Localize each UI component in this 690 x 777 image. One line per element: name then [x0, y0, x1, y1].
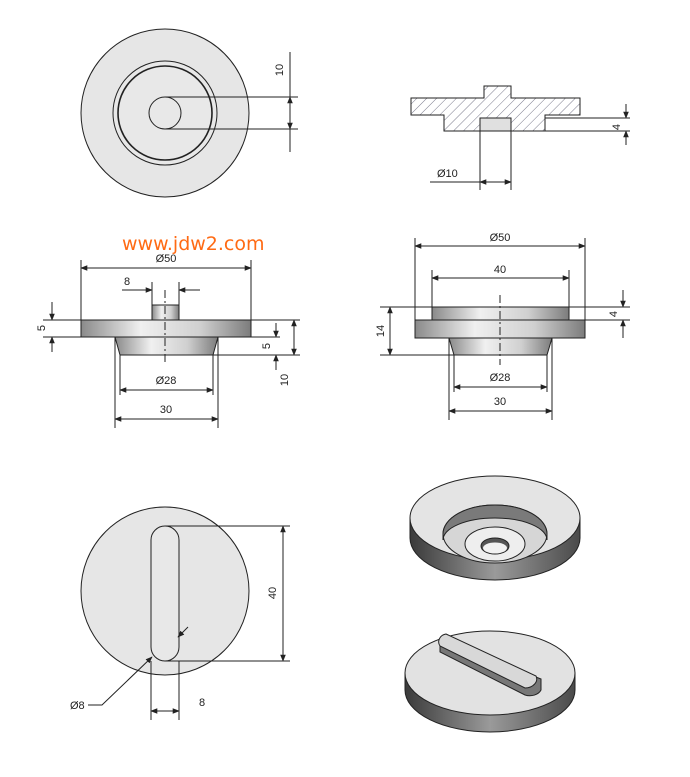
dim-label: Ø28 — [156, 375, 177, 387]
iso-hole-bottom — [483, 542, 507, 554]
section-bore — [479, 117, 512, 132]
dim-label: 8 — [124, 276, 130, 288]
dim-label: 30 — [494, 396, 506, 408]
dim-label: 5 — [261, 343, 273, 349]
iso-view-lower — [404, 630, 576, 733]
flange — [80, 319, 252, 338]
dim-label: Ø28 — [490, 372, 511, 384]
dim-label: 4 — [608, 311, 620, 317]
dim-label: Ø10 — [437, 168, 458, 180]
front-view-mid-left — [43, 260, 300, 428]
dim-label: 5 — [36, 325, 48, 331]
dim-label: Ø50 — [156, 253, 177, 265]
dim-label: 30 — [160, 404, 172, 416]
section-view-upper-right — [410, 85, 630, 190]
dim-label: Ø50 — [490, 232, 511, 244]
dim-label: 40 — [494, 264, 506, 276]
watermark: www.jdw2.com — [122, 233, 265, 255]
center-hole — [148, 96, 182, 130]
dim-label: 8 — [199, 697, 205, 709]
dim-label: Ø8 — [70, 700, 85, 712]
dim-label: 40 — [267, 587, 279, 599]
front-view-mid-right — [380, 238, 630, 420]
dim-label: 10 — [279, 374, 291, 386]
top-view-upper-left — [80, 28, 298, 198]
iso-recess-wall — [442, 504, 548, 541]
slot — [150, 525, 180, 662]
dim-label: 10 — [274, 64, 286, 76]
dim-label: 4 — [611, 124, 623, 130]
top-view-lower-left — [80, 506, 290, 720]
base — [114, 336, 219, 356]
iso-key-top — [438, 633, 538, 689]
iso-view-upper — [409, 475, 581, 581]
dim-label: 14 — [375, 325, 387, 337]
